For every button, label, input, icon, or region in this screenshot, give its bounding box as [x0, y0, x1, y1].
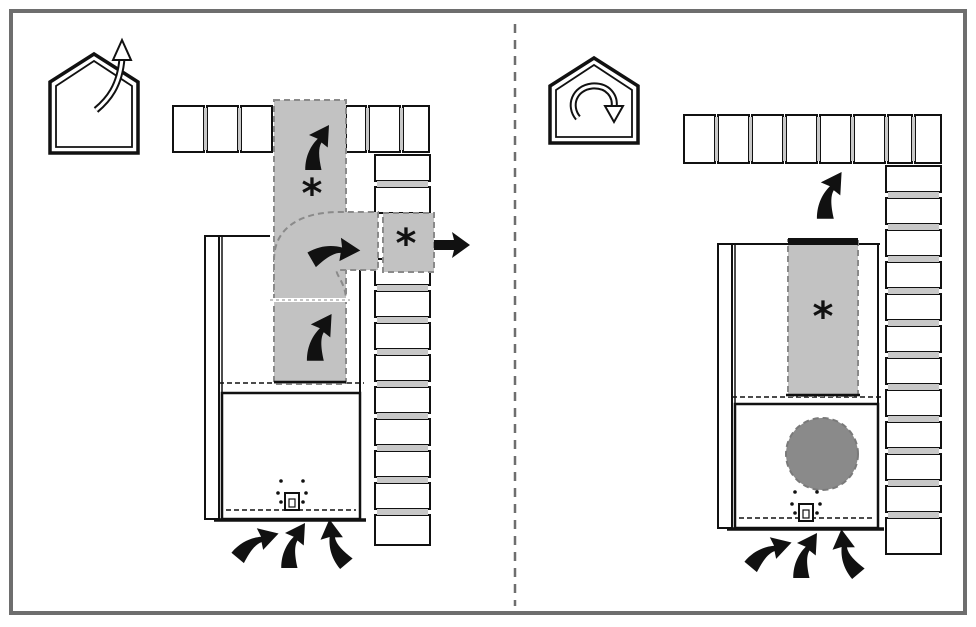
duct-marker-right: *: [813, 294, 834, 340]
outlet-arrow: [434, 232, 470, 258]
top-brick-row-right: [683, 114, 942, 164]
top-brick-row: [172, 105, 430, 153]
house-recirculation-icon: [548, 55, 640, 145]
recirculation-duct: [786, 238, 860, 397]
house-extraction-icon: [48, 37, 140, 155]
duct-marker-outlet: *: [396, 221, 417, 267]
hood-cabinet: [204, 235, 366, 522]
outer-frame: [9, 9, 967, 615]
hood-cabinet-right: [717, 243, 884, 531]
airflow-arrows-left: [231, 125, 470, 569]
right-panel: *: [548, 55, 942, 579]
duct-marker-top: *: [302, 171, 323, 217]
carbon-filter: [785, 417, 859, 491]
left-panel: * *: [48, 37, 470, 569]
